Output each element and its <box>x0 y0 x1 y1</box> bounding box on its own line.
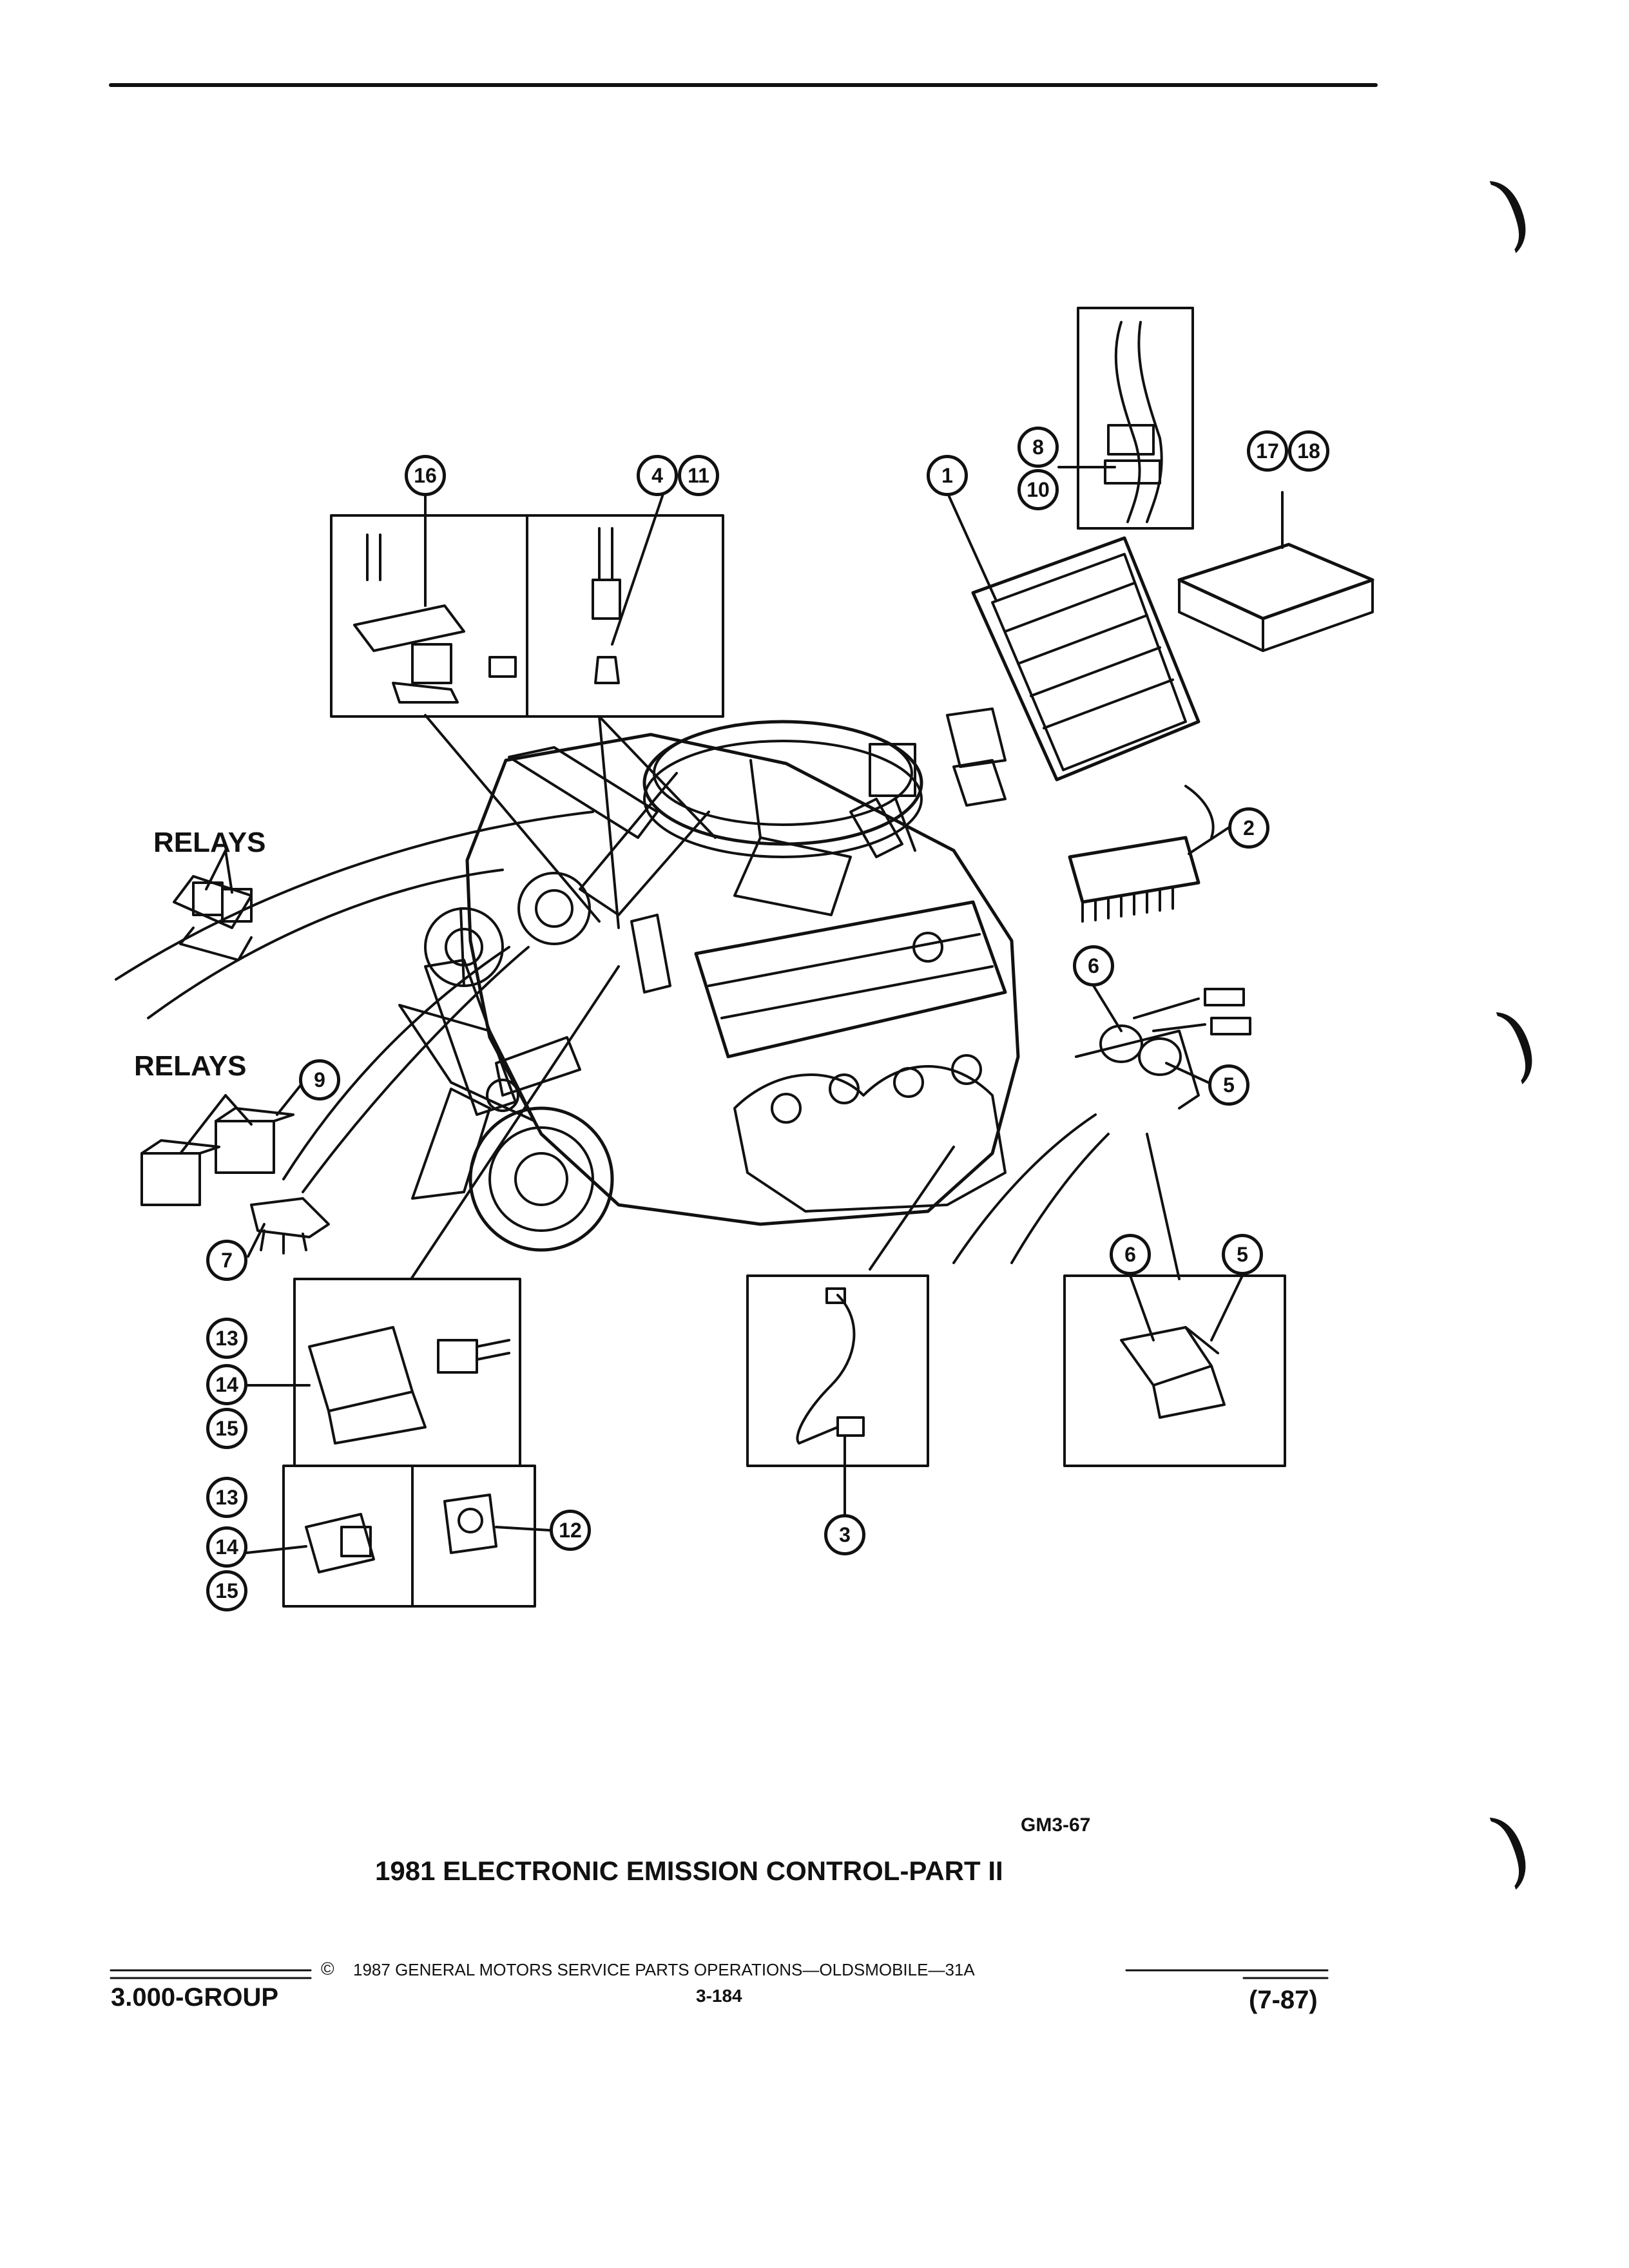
callout-11: 11 <box>678 455 719 496</box>
relays-label-upper: RELAYS <box>153 827 266 858</box>
prom-chip <box>1068 836 1200 923</box>
solenoid-block-upper <box>308 1326 510 1445</box>
figure-caption: 1981 ELECTRONIC EMISSION CONTROL-PART II <box>375 1856 1003 1886</box>
inset-box-5-6 <box>1063 1274 1286 1467</box>
inset16-lead-line <box>424 714 601 923</box>
callout-2: 2 <box>1228 807 1269 849</box>
callout-1: 1 <box>927 455 968 496</box>
callout-13-lower: 13 <box>206 1477 247 1518</box>
inset4-lead-line-2 <box>598 715 717 839</box>
sensor-pair-lower <box>1120 1326 1226 1419</box>
inset56-lead-line <box>1146 1133 1181 1280</box>
relay-lead-line-4 <box>302 946 530 1193</box>
engine-illustration <box>398 720 1020 1252</box>
callout-9: 9 <box>299 1059 340 1100</box>
ecm-module <box>946 536 1215 839</box>
copyright-symbol: © <box>321 1959 334 1979</box>
revision-code: (7-87) <box>1249 1986 1318 2014</box>
callout-15-lower: 15 <box>206 1570 247 1611</box>
callout-4: 4 <box>637 455 678 496</box>
relay-lead-line-2 <box>147 869 504 1019</box>
callout-12: 12 <box>550 1510 591 1551</box>
temperature-sensor <box>592 527 621 684</box>
group-label: 3.000-GROUP <box>111 1983 279 2012</box>
relay-pair-upper <box>173 875 253 961</box>
solenoid-lead-line <box>410 965 620 1280</box>
figure-code: GM3-67 <box>1021 1814 1091 1836</box>
callout-14-upper: 14 <box>206 1364 247 1405</box>
oxygen-sensor <box>796 1287 865 1445</box>
callout-6: 6 <box>1073 945 1114 986</box>
solenoid-valve-16 <box>353 533 517 704</box>
relay-lead-line-1 <box>115 811 594 981</box>
relay-group-lower <box>140 1107 330 1254</box>
inset4-lead-line-1 <box>598 715 620 929</box>
callout-13-upper: 13 <box>206 1318 247 1359</box>
relays-label-lower: RELAYS <box>134 1050 247 1082</box>
relay-lead-line-3 <box>282 946 510 1180</box>
module-17-18 <box>1177 543 1374 652</box>
callout-7: 7 <box>206 1240 247 1281</box>
callout-5-lower: 5 <box>1222 1234 1263 1275</box>
callout-10: 10 <box>1017 469 1059 510</box>
callout-17: 17 <box>1247 430 1288 472</box>
solenoid-block-lower <box>305 1513 375 1573</box>
inset-box-4-11 <box>526 514 724 718</box>
copyright-line: 1987 GENERAL MOTORS SERVICE PARTS OPERAT… <box>353 1960 975 1979</box>
callout-18: 18 <box>1288 430 1329 472</box>
inset-box-3 <box>746 1274 929 1467</box>
callout-5: 5 <box>1208 1064 1249 1106</box>
callout-8: 8 <box>1017 427 1059 468</box>
page-number: 3-184 <box>696 1986 742 2006</box>
callout-3: 3 <box>824 1514 865 1555</box>
sensor-lead-line-2 <box>1010 1133 1110 1264</box>
inset-box-13-15-lower <box>282 1465 414 1608</box>
sensor-lead-line-1 <box>952 1113 1097 1264</box>
callout-15-upper: 15 <box>206 1408 247 1449</box>
callout-16: 16 <box>405 455 446 496</box>
callout-14-lower: 14 <box>206 1526 247 1568</box>
oxygen-sensor-lead-line <box>869 1146 955 1271</box>
vacuum-switch-12 <box>443 1494 497 1554</box>
inset-box-12 <box>411 1465 536 1608</box>
connector-harness <box>1104 321 1163 523</box>
sensor-pair-5-6 <box>1075 988 1251 1110</box>
callout-6-lower: 6 <box>1110 1234 1151 1275</box>
inset-box-8-10 <box>1077 307 1194 530</box>
